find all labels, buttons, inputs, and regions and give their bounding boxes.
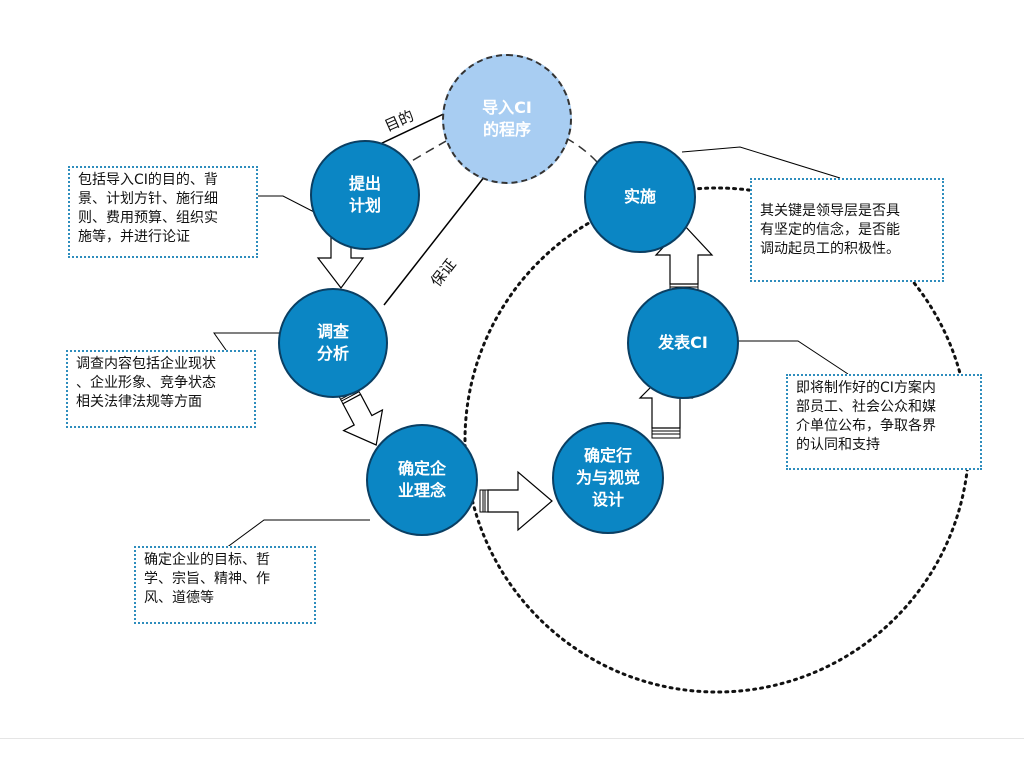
survey-node-label: 调查 分析 [316, 322, 349, 363]
plan-note: 包括导入CI的目的、背 景、计划方针、施行细 则、费用预算、组织实 施等，并进行… [68, 166, 258, 258]
implement-node-label: 实施 [623, 187, 656, 206]
publish-node: 发表CI [627, 287, 739, 399]
concept-node: 确定企 业理念 [366, 424, 478, 536]
implement-node: 实施 [584, 141, 696, 253]
leader-implement [681, 146, 841, 179]
block-arrow-concept-design [479, 470, 553, 532]
center-node-label: 导入CI 的程序 [482, 98, 532, 139]
leader-publish [735, 340, 849, 375]
leader-concept [225, 519, 370, 549]
publish-note: 即将制作好的CI方案内 部员工、社会公众和媒 介单位公布，争取各界 的认同和支持 [786, 374, 982, 470]
survey-node: 调查 分析 [278, 288, 388, 398]
concept-node-label: 确定企 业理念 [397, 459, 446, 500]
implement-note: 其关键是领导层是否具 有坚定的信念，是否能 调动起员工的积极性。 [750, 178, 944, 282]
plan-node: 提出 计划 [310, 140, 420, 250]
design-node: 确定行 为与视觉 设计 [552, 422, 664, 534]
plan-node-label: 提出 计划 [348, 174, 381, 215]
concept-note: 确定企业的目标、哲 学、宗旨、精神、作 风、道德等 [134, 546, 316, 624]
center-node: 导入CI 的程序 [442, 54, 572, 184]
survey-note: 调查内容包括企业现状 、企业形象、竞争状态 相关法律法规等方面 [66, 350, 256, 428]
leader-plan [256, 195, 319, 215]
dashed-link-center-implement [565, 137, 603, 169]
design-node-label: 确定行 为与视觉 设计 [575, 446, 640, 509]
footer-divider [0, 738, 1024, 739]
publish-node-label: 发表CI [658, 333, 708, 352]
